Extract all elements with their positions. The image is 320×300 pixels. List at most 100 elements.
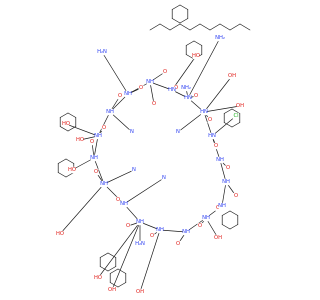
atom-label: NH (216, 156, 224, 164)
atom-label: O (89, 138, 95, 146)
atom-label: O (93, 168, 99, 176)
atom-label: HO (76, 136, 84, 144)
atom-label: O (173, 84, 179, 92)
atom-label-background (89, 138, 95, 146)
side-chain-bond (211, 115, 237, 137)
atom-label-text: O (226, 165, 230, 171)
atom-label-background (151, 100, 157, 108)
side-chain-bond (203, 75, 233, 113)
atom-label: HN (200, 108, 208, 116)
side-chain-bond (203, 105, 241, 113)
atom-label-text: HO (94, 275, 102, 281)
atom-label-text: O (102, 125, 106, 131)
side-chain-bond (187, 37, 221, 99)
aromatic-ring-bond-2 (65, 172, 75, 178)
atom-label-background (97, 48, 107, 56)
atom-label: O (233, 192, 239, 200)
atom-label-background (233, 192, 239, 200)
atom-label: O (213, 142, 219, 150)
atom-label-text: O (116, 197, 120, 203)
atom-label-background (216, 156, 224, 164)
atom-label: NH (106, 108, 114, 116)
atom-label-text: OH (228, 73, 236, 79)
lipid-tail-bond (149, 23, 161, 31)
lipid-tail-bond (189, 23, 201, 31)
atom-label-text: NH (100, 181, 108, 187)
atom-label-text: O (139, 85, 143, 91)
atom-label-text: NH (222, 179, 230, 185)
atom-label-background (135, 240, 145, 248)
atom-label: O (225, 164, 231, 172)
side-chain-bond (123, 177, 165, 205)
atom-label-background (93, 168, 99, 176)
atom-label: HO (192, 52, 200, 60)
atom-label: O (175, 240, 181, 248)
atom-label-text: NH (216, 157, 224, 163)
lipid-tail-bond (199, 23, 211, 31)
atom-label-text: O (176, 241, 180, 247)
atom-label-text: O (90, 139, 94, 145)
atom-label-background (175, 240, 181, 248)
atom-label: HO (94, 274, 102, 282)
lipid-tail-bond (169, 23, 181, 31)
atom-label-background (225, 164, 231, 172)
atom-label: HO (62, 120, 70, 128)
atom-label: HN (184, 94, 192, 102)
atom-label-background (215, 34, 225, 42)
aromatic-ring-bond-7 (185, 40, 195, 46)
atom-label: HN (208, 132, 216, 140)
atom-label-background (236, 102, 244, 110)
aromatic-ring-bond-4 (229, 210, 239, 216)
side-chain-bond (171, 55, 197, 91)
aromatic-ring-bond-0 (179, 18, 189, 24)
atom-label: OH (228, 72, 236, 80)
atom-label-background (76, 136, 84, 144)
aromatic-ring-bond-1 (59, 112, 69, 118)
lipid-tail-bond (219, 23, 231, 31)
backbone-bond (97, 111, 111, 137)
atom-label-text: O (216, 205, 220, 211)
atom-label-text: O (163, 69, 167, 75)
aromatic-ring-bond-4 (229, 224, 239, 230)
side-chain-bond (109, 111, 133, 133)
atom-label: NH (222, 178, 230, 186)
aromatic-ring-bond-4 (221, 210, 231, 216)
atom-label-background (215, 204, 221, 212)
atom-label: NH (146, 78, 154, 86)
aromatic-ring-bond-4 (221, 224, 231, 230)
side-chain-bond (149, 81, 155, 105)
aromatic-ring-bond-1 (59, 126, 69, 132)
atom-label-background (218, 202, 226, 210)
atom-label-text: NH (136, 219, 144, 225)
aromatic-ring-bond-5 (99, 266, 109, 272)
atom-label-background (168, 86, 176, 94)
atom-label-text: NH (94, 133, 102, 139)
atom-label: O (197, 222, 203, 230)
atom-label-background (136, 288, 144, 296)
aromatic-ring-bond-3 (231, 122, 241, 128)
atom-label: NH (202, 214, 210, 222)
atom-label: O (117, 92, 123, 100)
atom-label-text: HO (56, 231, 64, 237)
atom-label-background (129, 128, 135, 136)
atom-label-background (108, 286, 116, 294)
atom-label-background (184, 94, 192, 102)
atom-label-background (182, 228, 190, 236)
aromatic-ring-bond-5 (107, 252, 117, 258)
aromatic-ring-bond-2 (65, 158, 75, 164)
atom-label: NH (124, 90, 132, 98)
backbone-bond (219, 159, 227, 183)
atom-label-text: HN (208, 133, 216, 139)
atom-label: OH (236, 102, 244, 110)
atom-label-background (146, 78, 154, 86)
atom-label-text: NH (182, 229, 190, 235)
side-chain-bond (111, 221, 141, 291)
atom-label-background (149, 232, 155, 240)
atom-label-text: HO (68, 167, 76, 173)
aromatic-ring-bond-6 (117, 268, 127, 274)
atom-label: HN (168, 86, 176, 94)
atom-label: NH₂ (215, 34, 225, 42)
aromatic-ring-bond-2 (57, 158, 67, 164)
atom-label-background (120, 200, 128, 208)
atom-label: O (101, 124, 107, 132)
